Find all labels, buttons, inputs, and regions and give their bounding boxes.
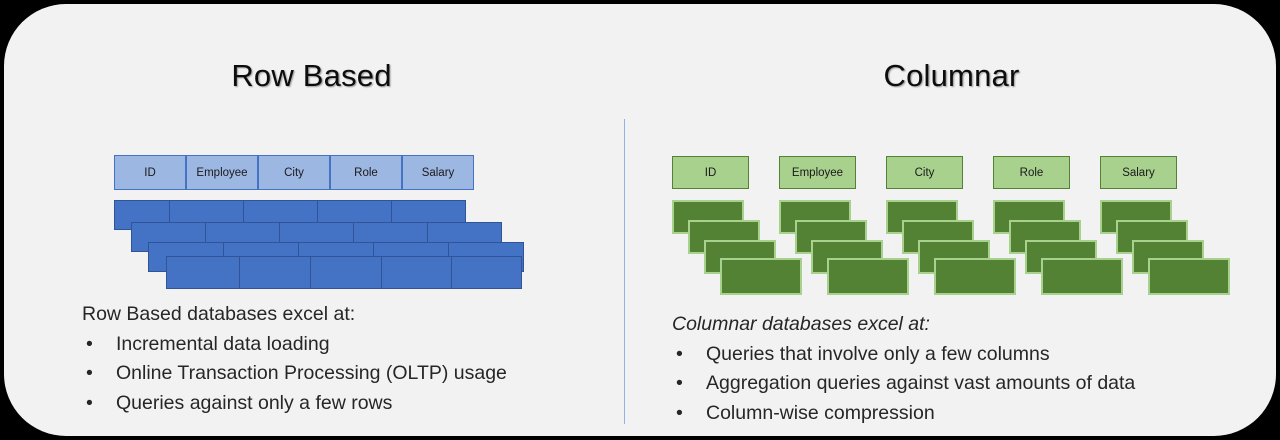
row-data-cell: [381, 256, 452, 289]
row-based-bullet-list: • Incremental data loading • Online Transac…: [82, 330, 507, 419]
row-data-cell: [166, 256, 240, 289]
columnar-bullet-item: • Aggregation queries against vast amount…: [672, 369, 1135, 399]
column-header-cell: Salary: [1100, 156, 1177, 189]
column-header-cell: City: [886, 156, 963, 189]
columnar-bullet-item: • Column-wise compression: [672, 399, 1135, 429]
row-data-cell: [239, 256, 311, 289]
row-based-text-block: Row Based databases excel at: • Increment…: [82, 300, 507, 418]
row-based-bullet-item: • Queries against only a few rows: [82, 389, 507, 419]
bullet-label: Aggregation queries against vast amounts…: [706, 372, 1136, 394]
row-based-text-heading: Row Based databases excel at:: [82, 303, 356, 325]
column-data-cell: [1148, 258, 1230, 295]
panel-divider: [624, 119, 625, 424]
row-data-cell: [451, 256, 522, 289]
row-based-bullet-item: • Incremental data loading: [82, 330, 507, 360]
columnar-text-heading: Columnar databases excel at:: [672, 313, 930, 335]
bullet-label: Column-wise compression: [706, 401, 935, 424]
row-based-title: Row Based: [231, 58, 392, 93]
bullet-glyph-icon: •: [676, 401, 683, 424]
column-data-cell: [934, 258, 1016, 295]
bullet-label: Queries against only a few rows: [116, 391, 393, 414]
row-header-cell: Employee: [186, 155, 258, 190]
bullet-glyph-icon: •: [676, 372, 683, 394]
columnar-bullet-list: • Queries that involve only a few columns…: [672, 340, 1135, 429]
row-based-bullet-item: • Online Transaction Processing (OLTP) us…: [82, 359, 507, 389]
row-header-cell: ID: [114, 155, 186, 190]
bullet-label: Online Transaction Processing (OLTP) usa…: [116, 362, 507, 384]
column-data-cell: [1041, 258, 1123, 295]
columnar-text-block: Columnar databases excel at: • Queries th…: [672, 310, 1135, 428]
column-data-cell: [827, 258, 909, 295]
columnar-title: Columnar: [883, 58, 1020, 93]
bullet-label: Incremental data loading: [116, 332, 330, 355]
bullet-glyph-icon: •: [86, 362, 93, 384]
row-data-cell: [310, 256, 382, 289]
column-header-cell: Employee: [779, 156, 856, 189]
row-header-cell: Salary: [402, 155, 474, 190]
column-data-cell: [720, 258, 802, 295]
column-header-cell: ID: [672, 156, 749, 189]
bullet-glyph-icon: •: [676, 342, 683, 365]
row-header-cell: Role: [330, 155, 402, 190]
bullet-label: Queries that involve only a few columns: [706, 342, 1050, 365]
columnar-bullet-item: • Queries that involve only a few columns: [672, 340, 1135, 370]
column-header-cell: Role: [993, 156, 1070, 189]
bullet-glyph-icon: •: [86, 391, 93, 414]
row-header-cell: City: [258, 155, 330, 190]
bullet-glyph-icon: •: [86, 332, 93, 355]
